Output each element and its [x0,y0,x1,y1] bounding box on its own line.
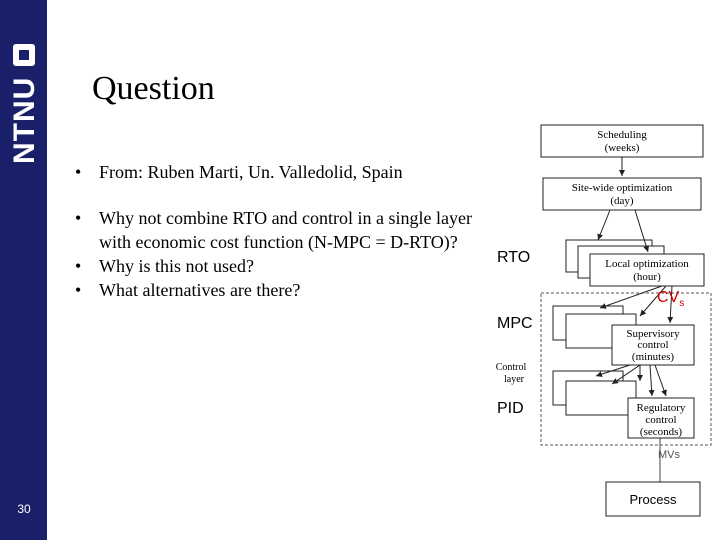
slide-title: Question [92,70,215,107]
pid-label: PID [497,400,524,417]
control-layer-label-2: layer [504,374,525,385]
supervisory-label: Supervisory [626,328,680,340]
rto-label: RTO [497,249,530,266]
supervisory-time: (minutes) [632,351,674,363]
sitewide-box [542,177,702,211]
scheduling-label: Scheduling [597,129,647,141]
bullet-list: • From: Ruben Marti, Un. Valledolid, Spa… [75,160,485,302]
scheduling-time: (weeks) [605,142,640,154]
regulatory-label: Regulatory [637,402,686,414]
scheduling-box [540,124,704,158]
control-layer-label: Control [496,362,527,373]
bullet-text: Why is this not used? [99,256,254,276]
page-number: 30 [17,502,31,516]
bullet-item: • From: Ruben Marti, Un. Valledolid, Spa… [75,160,485,184]
local-time: (hour) [633,271,661,283]
local-label: Local optimization [605,258,689,270]
sitewide-time: (day) [610,195,634,207]
bullet-text: Why not combine RTO and control in a sin… [99,208,472,252]
supervisory-control: control [637,339,668,351]
regulatory-box [627,397,695,439]
bullet-item: • Why is this not used? [75,254,485,278]
process-box [605,481,701,517]
mpc-label: MPC [497,315,533,332]
bullet-text: What alternatives are there? [99,280,301,300]
process-label: Process [630,492,677,507]
control-layer-box [540,292,712,446]
ntnu-logo-mark [13,44,35,66]
regulatory-time: (seconds) [640,426,682,438]
bullet-item: • Why not combine RTO and control in a s… [75,206,485,254]
cvs-label: CVs [657,289,684,309]
bullet-item: • What alternatives are there? [75,278,485,302]
local-optimization-box [589,253,705,287]
sitewide-label: Site-wide optimization [572,182,673,194]
sidebar: NTNU 30 [0,0,47,540]
bullet-text: From: Ruben Marti, Un. Valledolid, Spain [99,162,403,182]
supervisory-box [611,324,695,366]
mvs-label: MVs [658,449,681,461]
regulatory-control: control [645,414,676,426]
